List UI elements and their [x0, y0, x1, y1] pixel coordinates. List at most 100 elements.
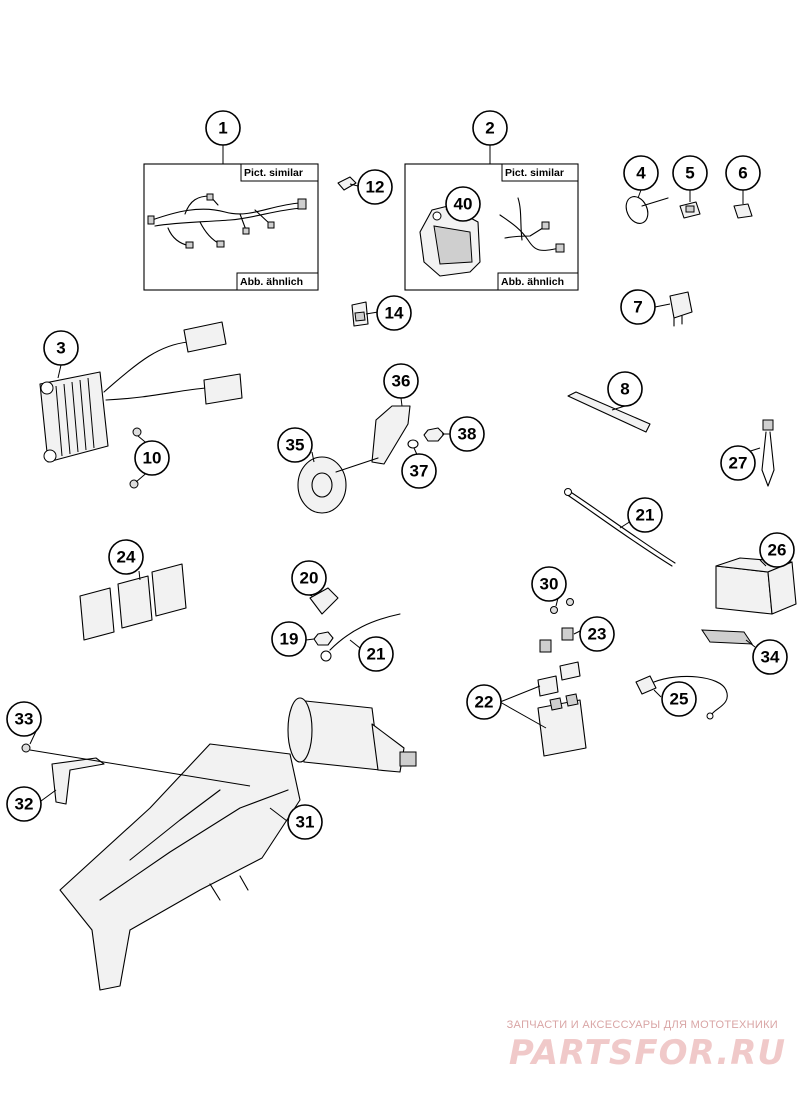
- callout-36: 36: [383, 363, 419, 399]
- watermark-caption: ЗАПЧАСТИ И АКСЕССУАРЫ ДЛЯ МОТОТЕХНИКИ: [506, 1019, 778, 1031]
- box2-bottom-tag: Abb. ähnlich: [497, 272, 579, 291]
- svg-text:25: 25: [670, 690, 689, 709]
- fuse-cover-drawing: [539, 627, 574, 653]
- svg-text:27: 27: [729, 454, 748, 473]
- callout-40: 40: [445, 186, 481, 222]
- starter-motor-drawing: [287, 697, 417, 773]
- svg-text:6: 6: [738, 164, 747, 183]
- svg-text:Pict. similar: Pict. similar: [244, 167, 303, 179]
- svg-text:3: 3: [56, 339, 65, 358]
- horn-washer-drawing: [407, 439, 419, 449]
- svg-text:34: 34: [761, 648, 780, 667]
- wiring-harness-drawing: [147, 193, 307, 249]
- battery-strap-drawing: [567, 391, 651, 433]
- callout-21-battery-cable: 21: [627, 497, 663, 533]
- callout-19: 19: [271, 621, 307, 657]
- sub-harness-box: Pict. similar Abb. ähnlich: [404, 145, 579, 291]
- box2-top-tag: Pict. similar: [501, 163, 579, 182]
- callout-25: 25: [661, 681, 697, 717]
- svg-text:2: 2: [485, 119, 494, 138]
- horn-nut-drawing: [423, 427, 445, 442]
- svg-text:8: 8: [620, 380, 629, 399]
- wiring-harness-box: Pict. similar Abb. ähnlich: [143, 145, 319, 291]
- relays-drawing: [79, 563, 187, 641]
- callout-2: 2: [472, 110, 508, 146]
- svg-text:10: 10: [143, 449, 162, 468]
- svg-text:35: 35: [286, 436, 305, 455]
- callout-4: 4: [623, 155, 659, 191]
- cable-tie-drawing: [625, 196, 669, 224]
- callout-37: 37: [401, 453, 437, 489]
- callout-21-ground-cable: 21: [358, 636, 394, 672]
- callout-31: 31: [287, 804, 323, 840]
- box1-top-tag: Pict. similar: [240, 163, 319, 182]
- svg-text:21: 21: [367, 645, 386, 664]
- callout-8: 8: [607, 371, 643, 407]
- callout-1: 1: [205, 110, 241, 146]
- callout-30: 30: [531, 566, 567, 602]
- fuse-holder-drawing: [761, 419, 775, 487]
- callout-35: 35: [277, 427, 313, 463]
- horn-drawing: [297, 405, 411, 514]
- svg-text:14: 14: [385, 304, 404, 323]
- svg-text:1: 1: [218, 119, 227, 138]
- svg-text:4: 4: [636, 164, 646, 183]
- svg-text:36: 36: [392, 372, 411, 391]
- svg-text:12: 12: [366, 178, 385, 197]
- svg-text:32: 32: [15, 795, 34, 814]
- callout-7: 7: [620, 289, 656, 325]
- svg-text:33: 33: [15, 710, 34, 729]
- bracket-drawing: [419, 205, 481, 277]
- callout-5: 5: [672, 155, 708, 191]
- bolt-drawing: [21, 743, 31, 753]
- svg-text:5: 5: [685, 164, 694, 183]
- watermark-logo: PARTSFOR.RU: [508, 1033, 786, 1073]
- battery-cable-drawing: [564, 488, 676, 567]
- svg-text:Abb. ähnlich: Abb. ähnlich: [240, 276, 303, 288]
- callout-14: 14: [376, 295, 412, 331]
- connector-housing-drawing: [351, 301, 369, 327]
- svg-text:21: 21: [636, 506, 655, 525]
- relay-socket-drawing: [669, 291, 693, 327]
- callout-24: 24: [108, 539, 144, 575]
- svg-text:37: 37: [410, 462, 429, 481]
- fuse-connector-drawing: [337, 176, 357, 191]
- ground-cable-drawing: [320, 613, 401, 662]
- battery-pad-drawing: [701, 629, 753, 645]
- callout-38: 38: [449, 416, 485, 452]
- callout-33: 33: [6, 701, 42, 737]
- starter-relay-drawing: [537, 661, 587, 757]
- svg-text:31: 31: [296, 813, 315, 832]
- relay-screws-drawing: [550, 598, 574, 614]
- svg-text:Abb. ähnlich: Abb. ähnlich: [501, 276, 564, 288]
- svg-text:30: 30: [540, 575, 559, 594]
- voltage-regulator-drawing: [39, 321, 243, 463]
- callout-27: 27: [720, 445, 756, 481]
- callout-12: 12: [357, 169, 393, 205]
- battery-drawing: [715, 557, 797, 615]
- svg-text:24: 24: [117, 548, 136, 567]
- callout-34: 34: [752, 639, 788, 675]
- callout-3: 3: [43, 330, 79, 366]
- svg-text:7: 7: [633, 298, 642, 317]
- terminal-cap-drawing: [309, 587, 339, 615]
- svg-text:Pict. similar: Pict. similar: [505, 167, 564, 179]
- svg-text:40: 40: [454, 195, 473, 214]
- svg-text:19: 19: [280, 630, 299, 649]
- clip-small-drawing: [733, 203, 753, 219]
- callout-23: 23: [579, 616, 615, 652]
- svg-text:38: 38: [458, 425, 477, 444]
- svg-text:23: 23: [588, 625, 607, 644]
- svg-text:20: 20: [300, 569, 319, 588]
- callout-6: 6: [725, 155, 761, 191]
- callout-10: 10: [134, 440, 170, 476]
- positive-cable-drawing: [635, 675, 728, 720]
- callout-26: 26: [759, 532, 795, 568]
- clip-drawing: [679, 201, 701, 219]
- callout-32: 32: [6, 786, 42, 822]
- box1-bottom-tag: Abb. ähnlich: [236, 272, 319, 291]
- svg-text:22: 22: [475, 693, 494, 712]
- mounting-bracket-drawing: [51, 757, 105, 805]
- sub-harness-drawing: [499, 197, 565, 253]
